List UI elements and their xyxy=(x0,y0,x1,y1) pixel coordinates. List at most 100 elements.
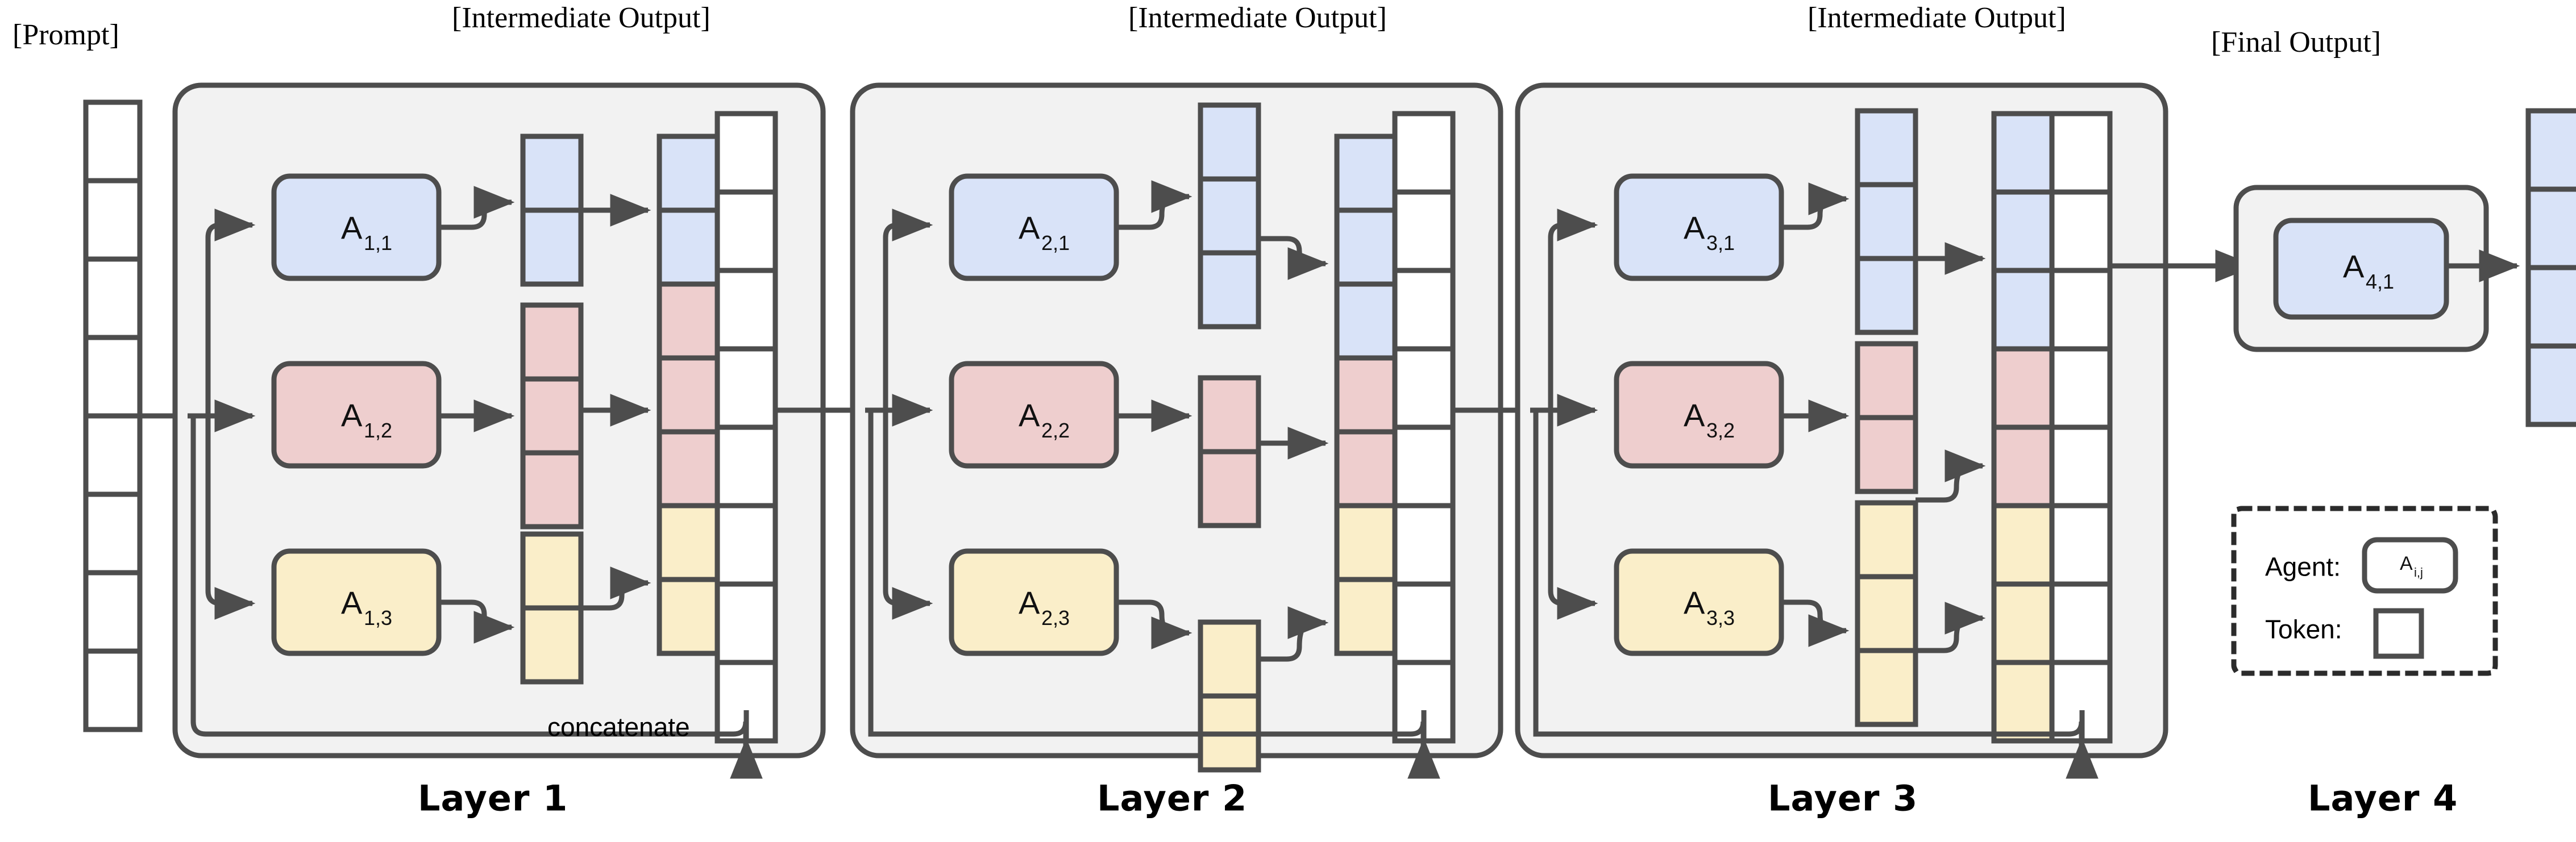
legend-border xyxy=(2231,506,2498,676)
agent-label-base: A xyxy=(341,585,363,620)
layer-1-edge-to-agent-3 xyxy=(205,416,256,620)
final-output-cell xyxy=(2525,265,2576,349)
layer-1-concat-column xyxy=(657,134,720,656)
layer-3-agent2-token-column xyxy=(1855,341,1918,494)
white-token-cell xyxy=(1392,346,1456,430)
agent-A-1-2[interactable]: A 1,2 xyxy=(271,361,442,469)
layer-3-agent3-to-tokens xyxy=(1781,599,1850,647)
token-cell xyxy=(1855,341,1918,420)
token-cell xyxy=(1198,176,1261,256)
white-token-cell xyxy=(1392,111,1456,195)
token-cell xyxy=(1855,415,1918,494)
agent-label-sub: 1,1 xyxy=(364,231,392,255)
token-cell xyxy=(1198,619,1261,699)
concat-cell-red xyxy=(657,429,720,508)
concat-cell-red xyxy=(1334,355,1398,435)
layer-1-header: [Intermediate Output] xyxy=(452,2,711,34)
final-output-column xyxy=(2525,108,2576,427)
agent-A-3-1[interactable]: A 3,1 xyxy=(1614,173,1784,281)
token-cell xyxy=(520,302,584,382)
white-token-cell xyxy=(1392,581,1456,665)
white-token-cell xyxy=(714,503,778,587)
concat-cell-red xyxy=(1334,429,1398,508)
token-cell xyxy=(520,376,584,456)
prompt-token-cell xyxy=(83,335,143,419)
concat-cell-blue xyxy=(657,134,720,213)
concat-cell-red xyxy=(1991,346,2055,430)
prompt-token-cell xyxy=(83,648,143,732)
token-cell xyxy=(1855,182,1918,261)
layer-2-agent1-to-tokens xyxy=(1116,180,1193,230)
prompt-token-cell xyxy=(83,256,143,340)
agent-A-1-1[interactable]: A 1,1 xyxy=(271,173,442,281)
legend-agent-symbol-base: A xyxy=(2400,553,2413,574)
white-token-cell xyxy=(2049,346,2113,430)
agent-A-2-2[interactable]: A 2,2 xyxy=(949,361,1119,469)
concat-cell-yellow xyxy=(1991,660,2055,744)
layer-4-group: A 4,1 Layer 4 xyxy=(2233,108,2576,819)
layer-1-white-column xyxy=(714,111,778,744)
token-cell xyxy=(520,605,584,685)
prompt-token-cell xyxy=(83,570,143,654)
agent-box[interactable] xyxy=(2273,218,2449,320)
agent-label-sub: 3,1 xyxy=(1706,231,1735,255)
layer-2-concat-column xyxy=(1334,134,1398,656)
layer-2-concat-edge-blue xyxy=(1258,236,1329,280)
white-token-cell xyxy=(1392,268,1456,352)
agent-label-base: A xyxy=(341,397,363,433)
prompt-token-cell xyxy=(83,178,143,262)
white-token-cell xyxy=(714,581,778,665)
prompt-token-column xyxy=(83,99,143,732)
token-cell xyxy=(1855,108,1918,187)
agent-A-3-3[interactable]: A 3,3 xyxy=(1614,548,1784,656)
white-token-cell xyxy=(714,189,778,273)
concat-cell-red xyxy=(657,355,720,435)
layer-2-concat-edge-yellow xyxy=(1258,606,1329,662)
concat-cell-blue xyxy=(1991,111,2055,195)
white-token-cell xyxy=(1392,189,1456,273)
white-token-cell xyxy=(1392,503,1456,587)
concat-cell-yellow xyxy=(1334,503,1398,582)
white-token-cell xyxy=(2049,581,2113,665)
agent-A-2-1[interactable]: A 2,1 xyxy=(949,173,1119,281)
legend: Agent: A i,j Token: xyxy=(2231,506,2498,676)
concat-cell-blue xyxy=(1334,281,1398,361)
layer-3-group: A 3,1 A 3,2 A 3,3 xyxy=(1515,82,2168,819)
agent-A-3-2[interactable]: A 3,2 xyxy=(1614,361,1784,469)
concat-cell-blue xyxy=(657,207,720,287)
token-cell xyxy=(1198,102,1261,182)
layer-4-header: [Final Output] xyxy=(2211,26,2381,59)
concat-cell-blue xyxy=(1991,268,2055,352)
agent-label-base: A xyxy=(341,210,363,245)
layer-2-white-column xyxy=(1392,111,1456,744)
concat-cell-red xyxy=(657,281,720,361)
layer-2-header: [Intermediate Output] xyxy=(1128,2,1387,34)
layer-1-agent1-to-tokens xyxy=(439,186,515,230)
layer-3-white-column xyxy=(2049,111,2113,744)
layer-2-edge-to-agent-1 xyxy=(883,209,933,410)
final-output-cell xyxy=(2525,108,2576,192)
layer-3-concat-edge-red xyxy=(1916,449,1986,503)
layer-3-edge-to-agent-3 xyxy=(1548,410,1598,620)
layer-3-concat-column xyxy=(1991,111,2055,744)
layer-1-agent3-token-column xyxy=(520,531,584,685)
layer-2-agent1-token-column xyxy=(1198,102,1261,330)
prompt-token-cell xyxy=(83,99,143,184)
final-output-cell xyxy=(2525,186,2576,270)
agent-A-4-1[interactable]: A 4,1 xyxy=(2273,218,2449,320)
layer-2-agent3-to-tokens xyxy=(1116,599,1193,649)
agent-label-base: A xyxy=(1684,210,1705,245)
final-output-cell xyxy=(2525,343,2576,427)
layer-3-header: [Intermediate Output] xyxy=(1808,2,2066,34)
white-token-cell xyxy=(2049,189,2113,273)
white-token-cell xyxy=(2049,111,2113,195)
agent-label-base: A xyxy=(1019,210,1040,245)
agent-A-2-3[interactable]: A 2,3 xyxy=(949,548,1119,656)
legend-agent-box xyxy=(2362,537,2458,594)
layer-1-agent3-to-tokens xyxy=(439,599,515,644)
layer-1-label: Layer 1 xyxy=(418,777,568,819)
layer-3-agent3-token-column xyxy=(1855,500,1918,727)
layer-1-group: A 1,1 A 1,2 A 1,3 xyxy=(172,82,826,819)
agent-A-1-3[interactable]: A 1,3 xyxy=(271,548,442,656)
token-cell xyxy=(1855,648,1918,727)
